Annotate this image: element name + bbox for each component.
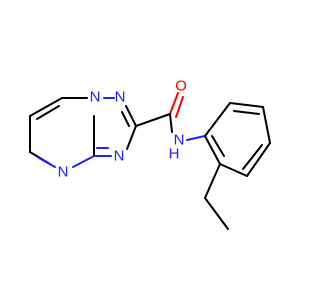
ethylphenyl-ring (204, 102, 271, 177)
bond (175, 96, 184, 118)
bond (121, 111, 130, 127)
bond (169, 92, 179, 115)
atom-label-n-pyrimidine: N (58, 164, 69, 181)
carboxamide-group (135, 92, 206, 141)
canvas-background (0, 0, 300, 300)
bond (125, 105, 137, 127)
bond (186, 135, 206, 141)
bond (126, 125, 137, 150)
bond (204, 135, 221, 165)
bond (135, 113, 171, 127)
atom-labels: N N N N N H O (58, 78, 187, 181)
pyrimidine-ring (29, 97, 95, 168)
bond (233, 110, 260, 115)
bond (204, 102, 231, 137)
bond (38, 157, 56, 168)
bond (29, 97, 63, 117)
molecule-structure-diagram: N N N N N H O (0, 0, 300, 300)
atom-label-n-bridge: N (90, 89, 101, 106)
bond (262, 106, 271, 144)
bond (36, 105, 60, 120)
atom-label-n-triazole-top: N (115, 89, 126, 106)
triazole-ring (93, 97, 137, 157)
atom-label-n-amide: N (174, 132, 185, 149)
bond (229, 102, 264, 108)
bond (169, 113, 173, 133)
bond (204, 163, 221, 199)
bond (242, 144, 263, 170)
ethyl-group (204, 163, 229, 230)
bond (219, 163, 248, 177)
atom-label-o-carbonyl: O (175, 78, 187, 95)
bond (246, 142, 271, 177)
atom-label-n-triazole-bottom: N (114, 148, 125, 165)
bond (72, 155, 95, 168)
atom-label-h-amide: H (169, 146, 180, 163)
bond (204, 197, 229, 230)
bond (211, 135, 225, 157)
